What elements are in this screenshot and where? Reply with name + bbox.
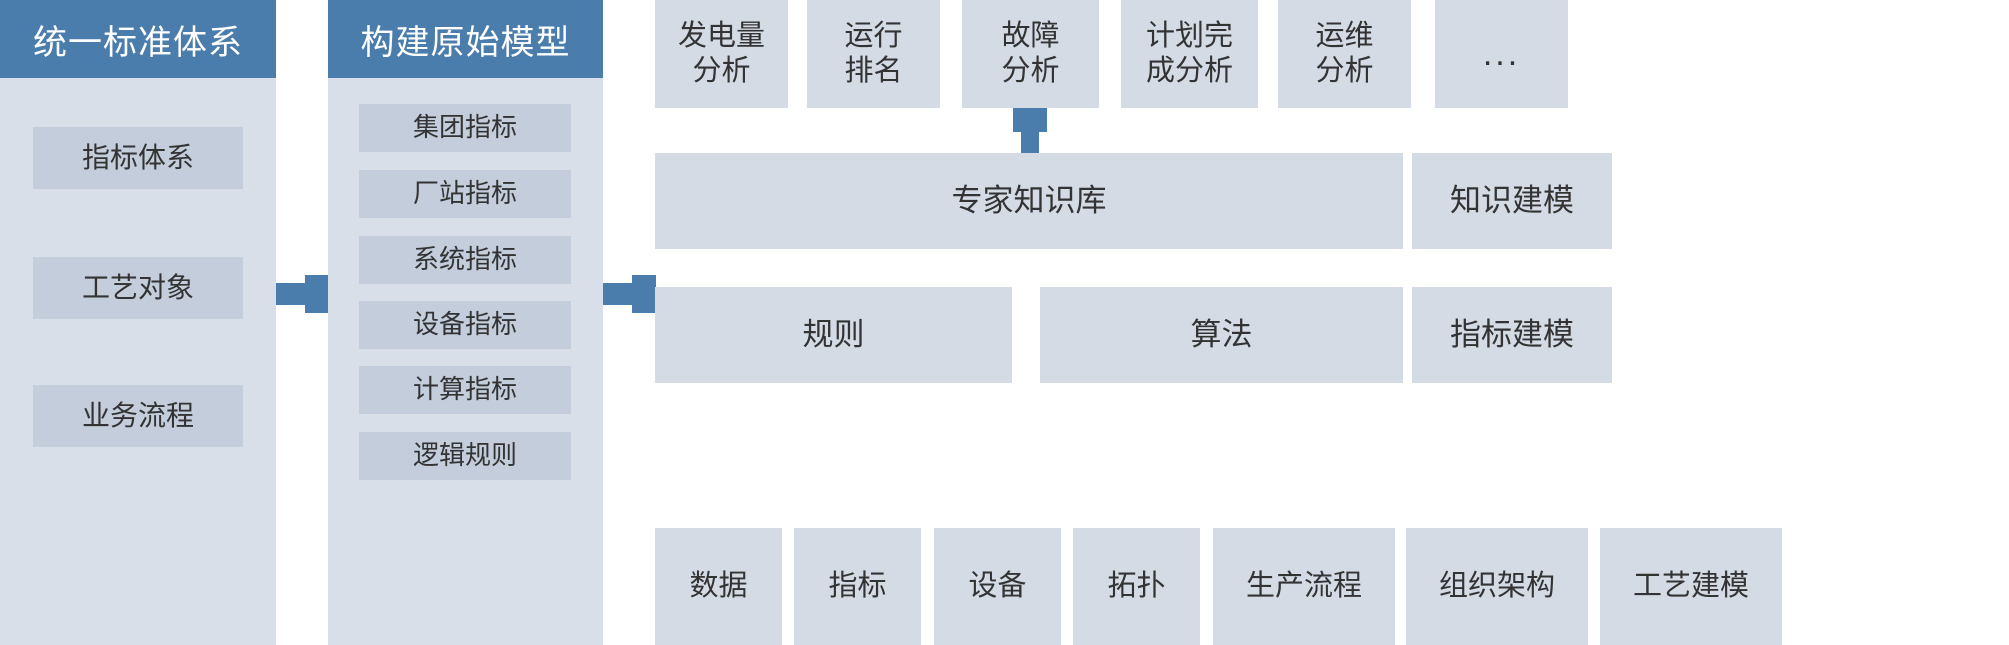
- card-indicator-system[interactable]: 指标体系: [33, 127, 243, 189]
- card-logic-rule[interactable]: 逻辑规则: [359, 432, 571, 480]
- card-more-analysis[interactable]: ...: [1435, 0, 1568, 108]
- card-equipment[interactable]: 设备: [934, 528, 1061, 645]
- panel-unified-standard-system: 统一标准体系 指标体系 工艺对象 业务流程: [0, 0, 276, 645]
- card-power-generation-analysis-label: 发电量 分析: [677, 20, 765, 87]
- panel-unified-standard-system-header: 统一标准体系: [0, 0, 276, 78]
- card-topology[interactable]: 拓扑: [1073, 528, 1200, 645]
- card-calculated-indicator[interactable]: 计算指标: [359, 366, 571, 414]
- card-om-analysis[interactable]: 运维 分析: [1278, 0, 1411, 108]
- card-organization-structure[interactable]: 组织架构: [1406, 528, 1588, 645]
- card-data[interactable]: 数据: [655, 528, 782, 645]
- card-indicator[interactable]: 指标: [794, 528, 921, 645]
- card-plan-completion-analysis[interactable]: 计划完 成分析: [1121, 0, 1258, 108]
- card-system-indicator[interactable]: 系统指标: [359, 236, 571, 284]
- ellipsis-icon: ...: [1482, 34, 1521, 73]
- card-process-modeling[interactable]: 工艺建模: [1600, 528, 1782, 645]
- card-fault-analysis-label: 故障 分析: [1001, 20, 1060, 87]
- card-algorithm[interactable]: 算法: [1040, 287, 1403, 383]
- card-plan-completion-analysis-label: 计划完 成分析: [1145, 20, 1233, 87]
- card-om-analysis-label: 运维 分析: [1315, 20, 1374, 87]
- card-process-object[interactable]: 工艺对象: [33, 257, 243, 319]
- panel-build-original-model-header: 构建原始模型: [328, 0, 603, 78]
- card-operation-ranking[interactable]: 运行 排名: [807, 0, 940, 108]
- card-group-indicator[interactable]: 集团指标: [359, 104, 571, 152]
- card-production-process[interactable]: 生产流程: [1213, 528, 1395, 645]
- card-power-generation-analysis[interactable]: 发电量 分析: [655, 0, 788, 108]
- card-fault-analysis[interactable]: 故障 分析: [962, 0, 1099, 108]
- card-operation-ranking-label: 运行 排名: [844, 20, 903, 87]
- card-business-process[interactable]: 业务流程: [33, 385, 243, 447]
- card-knowledge-modeling[interactable]: 知识建模: [1412, 153, 1612, 249]
- card-equipment-indicator[interactable]: 设备指标: [359, 301, 571, 349]
- card-expert-knowledge-base[interactable]: 专家知识库: [655, 153, 1403, 249]
- card-indicator-modeling[interactable]: 指标建模: [1412, 287, 1612, 383]
- card-rules[interactable]: 规则: [655, 287, 1012, 383]
- card-plant-station-indicator[interactable]: 厂站指标: [359, 170, 571, 218]
